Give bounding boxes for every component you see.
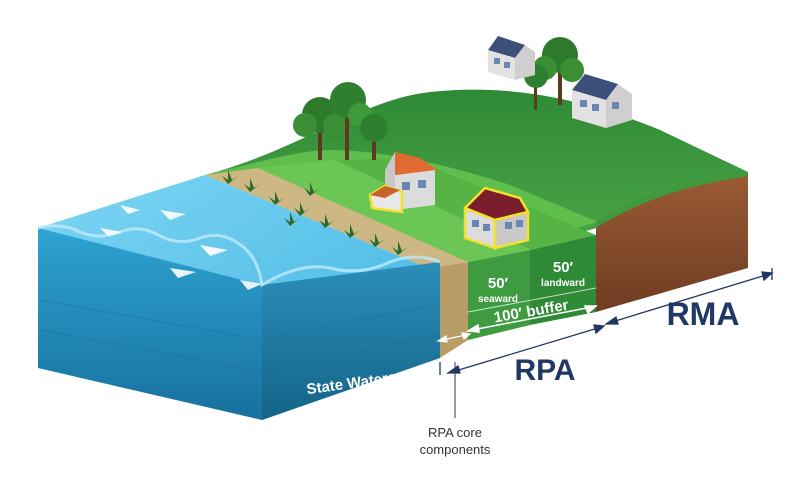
water-right-face — [262, 262, 440, 420]
house-icon — [572, 74, 632, 128]
rpa-rma-arrows — [439, 268, 774, 375]
whitecaps — [100, 205, 262, 290]
seaward-distance: 50′ — [488, 275, 509, 292]
buffer-arrow — [465, 305, 598, 333]
rpa-core-line1: RPA core — [428, 425, 482, 440]
seaward-buffer-front — [468, 250, 530, 340]
beach-top — [205, 168, 468, 268]
seaward-label: 50′ seaward — [478, 275, 518, 305]
rpa-core-line2: components — [420, 442, 491, 457]
landward-distance: 50′ — [553, 259, 574, 276]
house-icon — [462, 186, 530, 250]
tree-icon — [360, 114, 388, 160]
tree-icon — [293, 97, 349, 160]
state-waters — [37, 175, 441, 420]
landward-buffer-front — [530, 235, 596, 325]
landward-text: landward — [541, 278, 585, 289]
rpa-label: RPA — [514, 354, 575, 387]
water-left-face — [38, 228, 262, 420]
rma-label: RMA — [667, 296, 740, 332]
core-arrow — [436, 332, 472, 343]
house-icon — [488, 36, 535, 80]
tree-icon — [330, 82, 372, 160]
seaward-text: seaward — [478, 294, 518, 305]
house-icon — [368, 152, 440, 214]
beach-grass — [222, 170, 408, 255]
landward-label: 50′ landward — [541, 259, 585, 289]
